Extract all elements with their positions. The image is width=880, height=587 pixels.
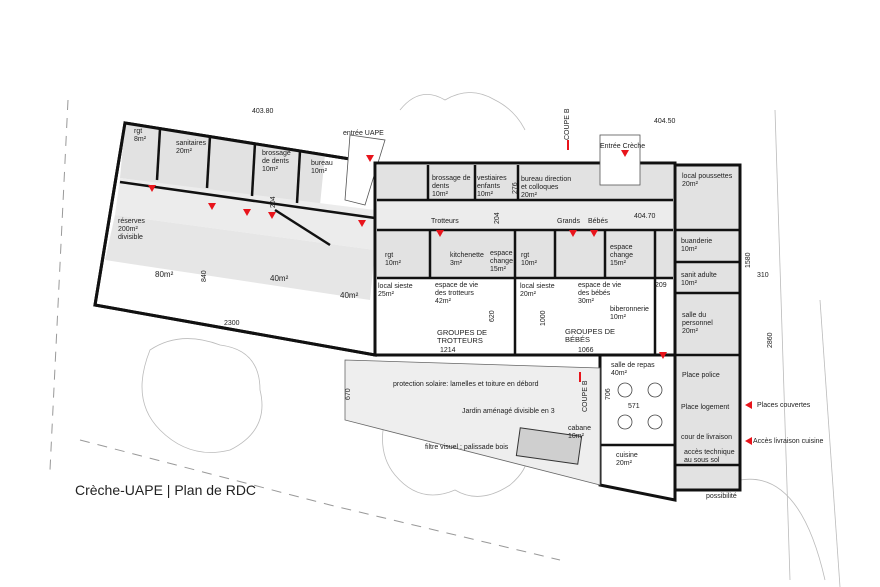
label-dim-620: 620 (489, 310, 496, 322)
label-acces-livraison: Accès livraison cuisine (753, 438, 824, 445)
label-groupes-trotteurs: GROUPES DE TROTTEURS (437, 328, 488, 345)
creche-walls (377, 165, 673, 355)
label-grands: Grands (557, 218, 580, 225)
label-cour-livraison: cour de livraison (681, 434, 732, 441)
label-coupe-b-bottom: COUPE B (582, 380, 589, 412)
cabane (515, 427, 583, 465)
label-espace-vie-bebes: espace de vie des bébés 30m² (578, 282, 622, 305)
label-local-sieste-20: local sieste 20m² (520, 283, 555, 298)
label-protection-solaire: protection solaire: lamelles et toiture … (393, 381, 539, 388)
label-coupe-b-top: COUPE B (564, 108, 571, 140)
label-brossage-creche: brossage de dents 10m² (432, 175, 471, 198)
label-filtre-visuel: filtre visuel : palissade bois (425, 444, 509, 451)
label-buanderie: buanderie 10m² (681, 238, 713, 253)
label-alt-404-50: 404.50 (654, 118, 676, 125)
garden (344, 359, 601, 486)
label-salle-repas: salle de repas 40m² (611, 362, 655, 377)
plan-title: Crèche-UAPE | Plan de RDC (75, 482, 257, 498)
dining-tables (617, 382, 663, 430)
label-dim-204a: 204 (270, 196, 277, 208)
label-area-40a: 40m² (270, 274, 289, 283)
label-dim-276: 276 (512, 182, 519, 194)
label-espace-vie-trotteurs: espace de vie des trotteurs 42m² (435, 282, 479, 305)
label-rgt-10b: rgt 10m² (521, 252, 537, 267)
label-sanitaires: sanitaires 20m² (176, 140, 206, 155)
label-dim-2300: 2300 (224, 320, 240, 327)
label-local-sieste-25: local sieste 25m² (378, 283, 413, 298)
uape-walls (119, 128, 376, 247)
label-dim-571: 571 (628, 403, 640, 410)
label-possibilite: possibilité (706, 493, 737, 500)
label-reserves: réserves 200m² divisible (118, 218, 145, 241)
label-bureau-direction: bureau direction et colloques 20m² (521, 176, 572, 199)
label-salle-personnel: salle du personnel 20m² (682, 312, 713, 335)
service-wing (673, 163, 742, 492)
label-cuisine: cuisine 20m² (616, 452, 638, 467)
label-entree-creche: Entrée Crèche (600, 143, 646, 150)
label-alt-403: 403.80 (252, 108, 274, 115)
label-kitchenette: kitchenette 3m² (450, 252, 484, 267)
label-bebes: Bébés (588, 218, 608, 225)
site-boundary (49, 99, 561, 561)
label-dim-706: 706 (605, 388, 612, 400)
label-dim-670: 670 (345, 388, 352, 400)
label-dim-204b: 204 (494, 212, 501, 224)
label-dim-2860: 2860 (767, 332, 774, 348)
label-cabane: cabane 10m² (568, 425, 591, 440)
label-vestiaires: vestiaires enfants 10m² (477, 175, 507, 198)
label-trotteurs: Trotteurs (431, 218, 459, 225)
label-acces-technique: accès technique au sous sol (684, 449, 735, 464)
label-place-police: Place police (682, 372, 720, 379)
label-area-40b: 40m² (340, 291, 359, 300)
label-alt-404-70: 404.70 (634, 213, 656, 220)
label-local-poussettes: local poussettes 20m² (682, 173, 733, 188)
label-dim-1066: 1066 (578, 347, 594, 354)
label-places-couvertes: Places couvertes (757, 402, 811, 409)
label-rgt-10a: rgt 10m² (385, 252, 401, 267)
label-sanit-adulte: sanit adulte 10m² (681, 272, 717, 287)
label-area-80: 80m² (155, 270, 174, 279)
label-espace-change-a: espace change 15m² (490, 250, 513, 273)
label-dim-1000: 1000 (540, 310, 547, 326)
label-groupes-bebes: GROUPES DE BÉBÉS (565, 327, 616, 344)
label-dim-840: 840 (201, 270, 208, 282)
label-dim-1214: 1214 (440, 347, 456, 354)
label-dim-209: 209 (655, 282, 667, 289)
label-jardin: Jardin aménagé divisible en 3 (462, 408, 555, 415)
label-rgt-8: rgt 8m² (134, 128, 147, 143)
label-place-logement: Place logement (681, 404, 730, 411)
label-espace-change-b: espace change 15m² (610, 244, 633, 267)
entrance-arrows (148, 140, 752, 445)
label-brossage-uape: brossage de dents 10m² (262, 150, 291, 173)
label-biberonnerie: biberonnerie 10m² (610, 306, 649, 321)
label-entree-uape: entrée UAPE (343, 130, 384, 137)
label-dim-310: 310 (757, 272, 769, 279)
label-dim-1580: 1580 (745, 252, 752, 268)
label-bureau-uape: bureau 10m² (311, 160, 333, 175)
